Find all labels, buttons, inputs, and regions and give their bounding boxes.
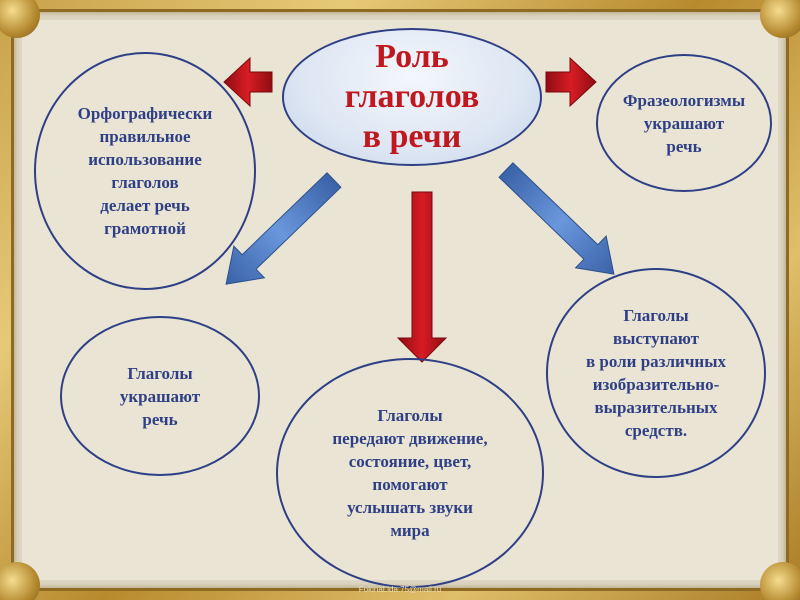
central-topic-text: Роль глаголов в речи [344, 38, 480, 155]
node-spelling-text: Орфографически правильное использование … [77, 104, 213, 238]
node-idioms: Фразеологизмы украшают речь [596, 54, 772, 192]
corner-ornament-bottom-left [0, 562, 40, 600]
arrow-down-right [498, 162, 615, 275]
node-expressive: Глаголы выступают в роли различных изобр… [546, 268, 766, 478]
node-decorate: Глаголы украшают речь [60, 316, 260, 476]
node-expressive-text: Глаголы выступают в роли различных изобр… [585, 306, 727, 440]
corner-ornament-top-right [760, 0, 800, 38]
node-movement-text: Глаголы передают движение, состояние, цв… [332, 406, 488, 540]
node-movement: Глаголы передают движение, состояние, цв… [276, 358, 544, 588]
node-decorate-text: Глаголы украшают речь [119, 363, 201, 429]
arrow-left [223, 56, 273, 108]
central-topic: Роль глаголов в речи [282, 28, 542, 166]
node-idioms-text: Фразеологизмы украшают речь [622, 90, 746, 156]
arrow-down [396, 191, 448, 363]
arrow-down-left [225, 172, 342, 285]
footer-credit: FokinaLida.75@mail.ru [358, 585, 442, 594]
node-spelling: Орфографически правильное использование … [34, 52, 256, 290]
arrow-right [545, 56, 597, 108]
corner-ornament-bottom-right [760, 562, 800, 600]
